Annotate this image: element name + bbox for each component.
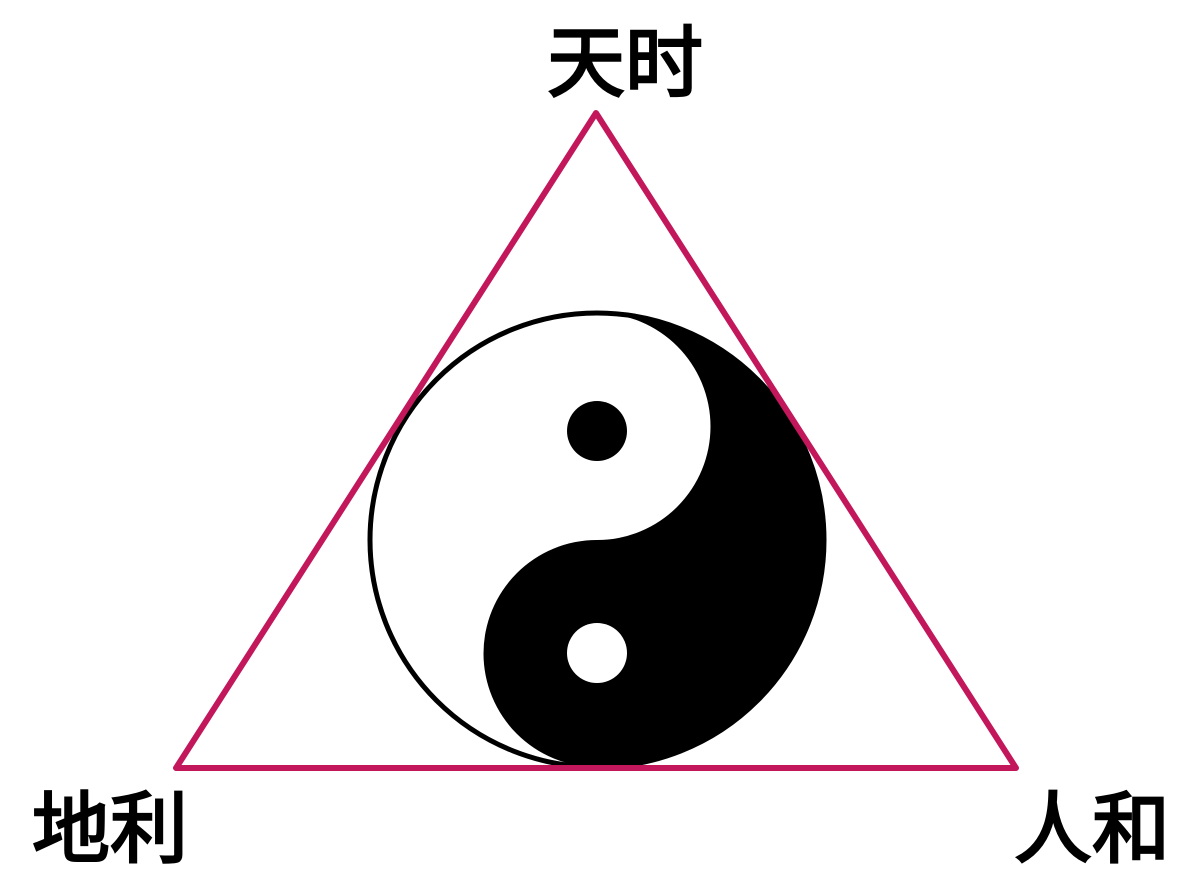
label-heaven-timing: 天时: [547, 19, 703, 109]
yang-dot: [567, 623, 627, 683]
label-earth-advantage: 地利: [32, 785, 188, 872]
triangle-outline: [173, 110, 1019, 771]
label-human-harmony: 人和: [1014, 785, 1170, 872]
yin-dot: [567, 401, 627, 461]
yin-yang-icon: [367, 310, 827, 770]
